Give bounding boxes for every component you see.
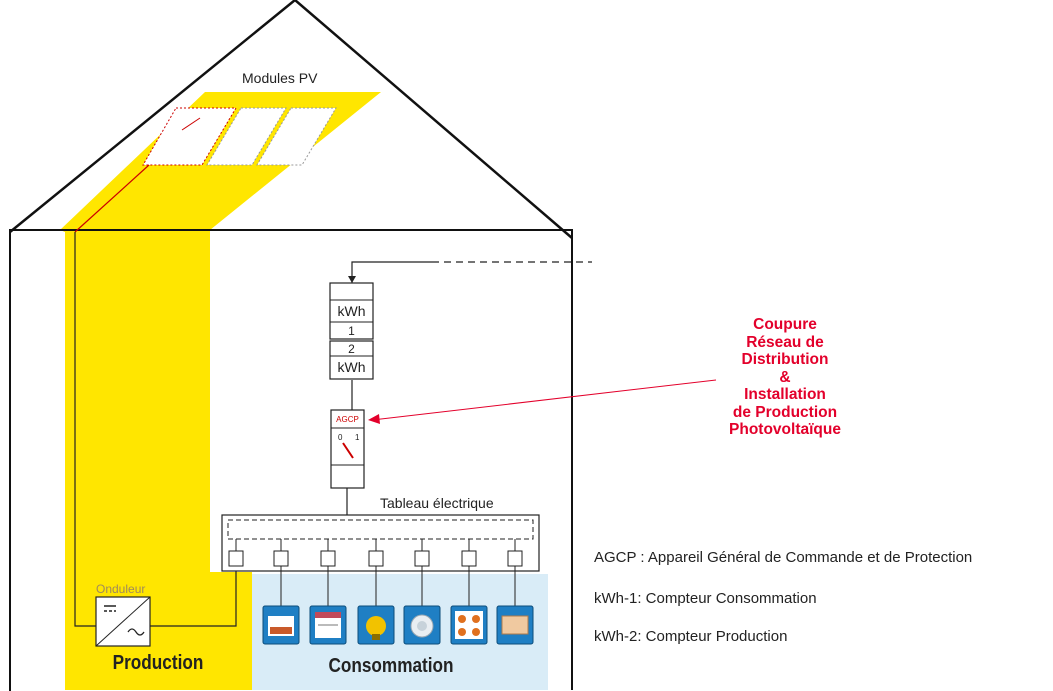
legend-kwh-1: kWh-1: Compteur Consommation <box>594 590 817 607</box>
meter-kwh-1: kWh 1 <box>329 282 374 340</box>
production-label: Production <box>113 651 204 674</box>
legend-kwh-2: kWh-2: Compteur Production <box>594 628 788 645</box>
meter-1-unit: kWh <box>338 303 366 319</box>
callout-line: & <box>779 368 791 386</box>
modules-pv-label: Modules PV <box>242 70 318 86</box>
production-zone <box>60 92 381 690</box>
panel-breaker <box>273 550 289 567</box>
panel-breaker <box>368 550 384 567</box>
dishwasher-icon <box>309 605 347 645</box>
callout-line: Réseau de <box>746 333 824 351</box>
panel-breaker <box>507 550 523 567</box>
callout-line: Installation <box>744 386 826 403</box>
panel-breaker <box>320 550 336 567</box>
callout-arrowhead <box>368 414 380 424</box>
switch-on-label: 1 <box>355 433 360 442</box>
wiring <box>74 164 592 627</box>
consumption-label: Consommation <box>328 654 453 677</box>
agcp-label: AGCP <box>336 415 359 424</box>
house-roof <box>9 0 573 239</box>
panel-breaker <box>461 550 477 567</box>
lamp-icon <box>357 605 395 645</box>
dc-wire <box>74 232 96 627</box>
legend-agcp: AGCP : Appareil Général de Commande et d… <box>594 549 973 566</box>
inverter <box>95 596 151 647</box>
callout-arrow-line <box>371 379 717 421</box>
grid-wire <box>351 261 432 283</box>
agcp-breaker: AGCP 0 1 <box>330 409 365 489</box>
oven-icon <box>262 605 300 645</box>
cooktop-icon <box>450 605 488 645</box>
panel-breaker-production <box>228 550 244 567</box>
pv-module <box>142 107 237 166</box>
washing-machine-icon <box>403 605 441 645</box>
callout-line: Photovoltaïque <box>729 421 841 438</box>
callout-line: de Production <box>732 403 838 421</box>
inverter-label: Onduleur <box>96 582 145 596</box>
pv-module <box>256 107 337 166</box>
meter-2-unit: kWh <box>338 359 366 375</box>
house-walls <box>9 229 573 691</box>
panel-breaker <box>414 550 430 567</box>
ac-wire-inverter <box>150 570 237 627</box>
pv-modules <box>142 107 337 166</box>
meter-kwh-2: 2 kWh <box>329 340 374 380</box>
panel-label: Tableau électrique <box>380 495 494 511</box>
radiator-icon <box>496 605 534 645</box>
dc-wire-red <box>74 164 150 233</box>
switch-off-label: 0 <box>338 433 343 442</box>
pv-module <box>206 107 287 166</box>
electrical-panel <box>221 514 540 606</box>
switch-lever <box>342 442 354 459</box>
callout-line: Distribution <box>741 351 829 368</box>
grid-arrow <box>348 276 356 283</box>
callout-line: Coupure <box>753 316 817 333</box>
meter-1-number: 1 <box>348 324 355 338</box>
meter-2-number: 2 <box>348 342 355 356</box>
